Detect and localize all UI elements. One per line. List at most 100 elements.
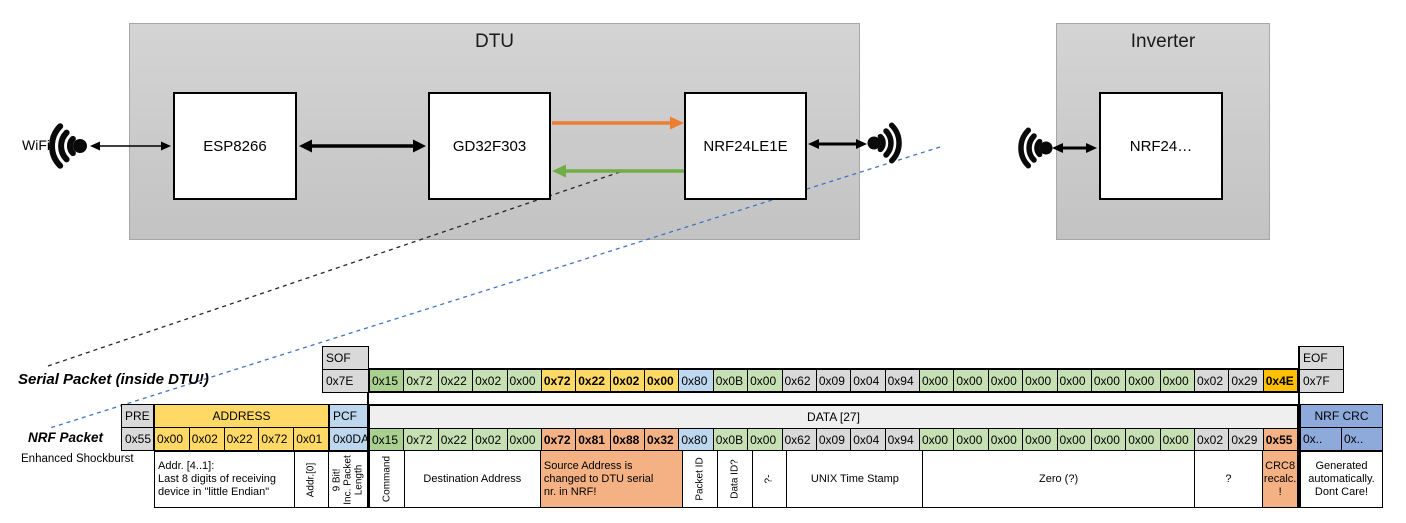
serial-byte-15: 0x94 <box>885 370 920 391</box>
eof-value: 0x7F <box>1303 374 1330 388</box>
nrf-data-byte-2: 0x22 <box>438 429 474 450</box>
nrf-data-byte-15: 0x94 <box>885 429 920 450</box>
serial-byte-17: 0x00 <box>954 370 989 391</box>
nrf-crc-byte-1: 0x.. <box>1342 428 1382 450</box>
enhanced-shockburst-label: Enhanced Shockburst <box>21 453 134 465</box>
inverter-title: Inverter <box>1130 31 1196 52</box>
annotation-data-5: ?- <box>753 451 788 507</box>
nrf-data-byte-21: 0x00 <box>1091 429 1127 450</box>
pcf-value: 0x0DA <box>333 432 370 446</box>
nrf-address-byte-1: 0x02 <box>189 428 225 450</box>
nrf-data-byte-24: 0x02 <box>1195 429 1230 450</box>
serial-byte-20: 0x00 <box>1057 370 1092 391</box>
nrf-address-byte-3: 0x72 <box>259 428 295 450</box>
serial-byte-26: 0x4E <box>1263 370 1298 391</box>
nrf-data-byte-16: 0x00 <box>920 429 955 450</box>
nrf-data-byte-14: 0x04 <box>851 429 886 450</box>
sof-header: SOF <box>323 347 368 370</box>
serial-byte-18: 0x00 <box>988 370 1024 391</box>
sof-value: 0x7E <box>326 374 354 388</box>
serial-byte-19: 0x00 <box>1023 370 1058 391</box>
component-gd32f303: GD32F303 <box>428 92 551 200</box>
nrf-data-byte-12: 0x62 <box>782 429 817 450</box>
nrf-data-byte-10: 0x0B <box>713 429 749 450</box>
serial-byte-1: 0x72 <box>404 370 439 391</box>
serial-byte-12: 0x62 <box>782 370 817 391</box>
nrf-data-byte-11: 0x00 <box>748 429 783 450</box>
component-nrf24le1e: NRF24LE1E <box>684 92 807 200</box>
nrf-data-byte-8: 0x32 <box>645 429 680 450</box>
nrf-data-byte-26: 0x55 <box>1263 429 1298 450</box>
serial-byte-5: 0x72 <box>541 370 577 391</box>
serial-byte-6: 0x22 <box>576 370 611 391</box>
dtu-title: DTU <box>474 31 515 52</box>
nrf-data-byte-25: 0x29 <box>1229 429 1264 450</box>
sof-column: SOF 0x7E <box>322 346 369 393</box>
serial-byte-8: 0x00 <box>645 370 680 391</box>
serial-byte-10: 0x0B <box>713 370 749 391</box>
data-right-connector <box>1298 346 1300 508</box>
nrf-data-header: DATA [27] <box>370 406 1297 429</box>
serial-byte-9: 0x80 <box>679 370 714 391</box>
serial-byte-23: 0x00 <box>1160 370 1195 391</box>
annotation-data-2: Source Address is changed to DTU serial … <box>540 451 683 507</box>
wifi-icon-inverter-air <box>1018 127 1053 169</box>
annotation-data-8: ? <box>1195 451 1264 507</box>
nrf-crc-block: NRF CRC 0x..0x.. <box>1300 404 1383 451</box>
address-header: ADDRESS <box>155 405 328 428</box>
annotation-data-1: Destination Address <box>405 451 541 507</box>
component-esp8266: ESP8266 <box>173 92 297 200</box>
nrf-data-byte-22: 0x00 <box>1126 429 1161 450</box>
nrf-address-byte-2: 0x22 <box>224 428 260 450</box>
nrf-packet-label: NRF Packet <box>28 430 104 445</box>
nrf-crc-values: 0x..0x.. <box>1301 428 1382 450</box>
wifi-label: WiFi <box>22 137 50 153</box>
serial-byte-13: 0x09 <box>816 370 852 391</box>
serial-byte-21: 0x00 <box>1091 370 1127 391</box>
annotation-data-9: CRC8 recalc. ! <box>1263 451 1298 507</box>
annotation-data-4: Data ID? <box>718 451 753 507</box>
nrf-data-byte-23: 0x00 <box>1160 429 1195 450</box>
nrf-data-byte-5: 0x72 <box>541 429 577 450</box>
serial-byte-14: 0x04 <box>851 370 886 391</box>
nrf-data-byte-1: 0x72 <box>404 429 439 450</box>
annotation-data-3: Packet ID <box>683 451 718 507</box>
nrf-data-byte-17: 0x00 <box>954 429 989 450</box>
serial-byte-24: 0x02 <box>1195 370 1230 391</box>
serial-byte-7: 0x02 <box>610 370 645 391</box>
serial-byte-16: 0x00 <box>920 370 955 391</box>
serial-byte-22: 0x00 <box>1126 370 1161 391</box>
nrf-data-byte-0: 0x15 <box>370 429 405 450</box>
eof-header: EOF <box>1300 347 1343 370</box>
pre-header: PRE <box>122 405 153 428</box>
annotation-data-6: UNIX Time Stamp <box>787 451 924 507</box>
serial-byte-3: 0x02 <box>473 370 508 391</box>
nrf-data-byte-9: 0x80 <box>679 429 714 450</box>
nrf-data-byte-13: 0x09 <box>816 429 852 450</box>
wifi-icon-left <box>49 123 87 169</box>
nrf-data-byte-19: 0x00 <box>1023 429 1058 450</box>
nrf-data-byte-7: 0x88 <box>610 429 645 450</box>
nrf-data-byte-3: 0x02 <box>473 429 508 450</box>
nrf-data-byte-6: 0x81 <box>576 429 611 450</box>
serial-byte-4: 0x00 <box>507 370 542 391</box>
serial-byte-0: 0x15 <box>370 370 405 391</box>
nrf-crc-header: NRF CRC <box>1301 405 1382 428</box>
pcf-header: PCF <box>330 405 367 428</box>
nrf-data-byte-18: 0x00 <box>988 429 1024 450</box>
annotation-left-group: Addr. [4..1]: Last 8 digits of receiving… <box>154 451 368 508</box>
wifi-icon-dtu-air <box>867 122 902 164</box>
pre-value: 0x55 <box>125 432 152 446</box>
serial-byte-25: 0x29 <box>1229 370 1264 391</box>
serial-byte-2: 0x22 <box>438 370 474 391</box>
eof-column: EOF 0x7F <box>1299 346 1344 393</box>
nrf-address-byte-0: 0x00 <box>155 428 190 450</box>
annotation-left-0: Addr. [4..1]: Last 8 digits of receiving… <box>155 452 295 507</box>
annotation-data-0: Command <box>370 451 405 507</box>
